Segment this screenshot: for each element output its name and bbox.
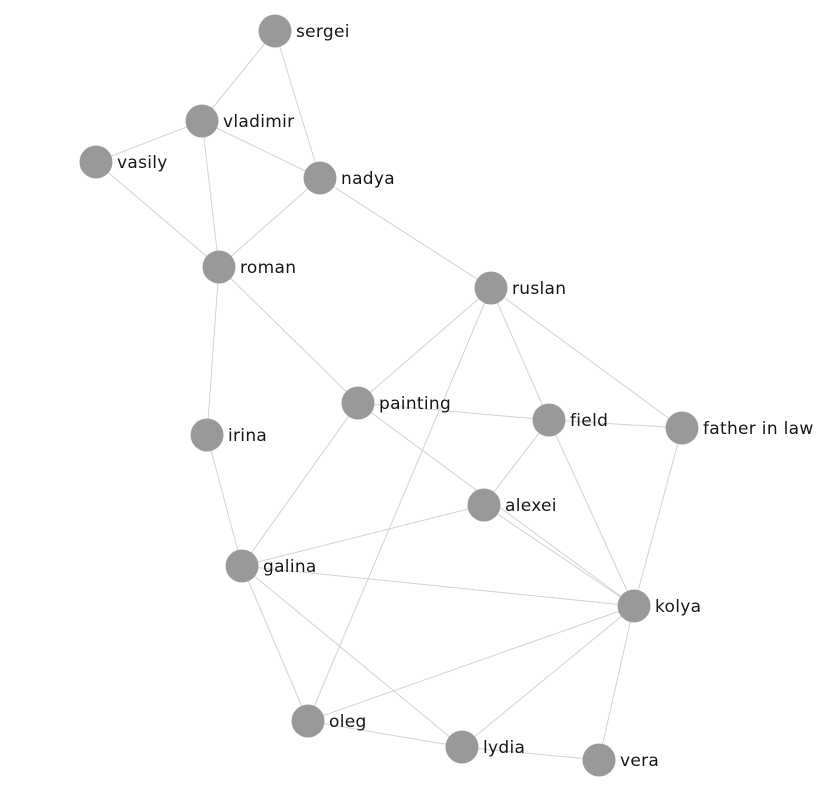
- edge-field-alexei: [483, 419, 550, 506]
- node-field[interactable]: field: [532, 403, 609, 437]
- node-circle-vera[interactable]: [582, 743, 616, 777]
- edge-lydia-vera: [461, 746, 600, 761]
- node-sergei[interactable]: sergei: [258, 14, 350, 48]
- node-circle-roman[interactable]: [202, 250, 236, 284]
- node-alexei[interactable]: alexei: [467, 488, 557, 522]
- edge-oleg-lydia: [307, 720, 463, 748]
- edge-ruslan-field: [490, 287, 550, 421]
- node-vasily[interactable]: vasily: [79, 145, 168, 179]
- node-label-vladimir: vladimir: [223, 112, 294, 132]
- edge-vladimir-vasily: [95, 120, 203, 163]
- edge-sergei-vladimir: [201, 30, 276, 122]
- node-label-nadya: nadya: [341, 169, 395, 189]
- edge-nadya-ruslan: [319, 177, 492, 289]
- node-circle-painting[interactable]: [341, 386, 375, 420]
- node-label-galina: galina: [263, 557, 317, 577]
- node-circle-lydia[interactable]: [445, 730, 479, 764]
- node-irina[interactable]: irina: [190, 418, 268, 452]
- edge-painting-field: [357, 402, 550, 421]
- node-circle-sergei[interactable]: [258, 14, 292, 48]
- edge-lydia-kolya: [461, 605, 635, 748]
- node-circle-galina[interactable]: [225, 549, 259, 583]
- edge-field-kolya: [548, 419, 635, 607]
- node-circle-nadya[interactable]: [303, 161, 337, 195]
- node-ruslan[interactable]: ruslan: [474, 271, 567, 305]
- edge-kolya-vera: [598, 605, 635, 761]
- node-galina[interactable]: galina: [225, 549, 317, 583]
- node-label-ruslan: ruslan: [512, 279, 566, 299]
- node-painting[interactable]: painting: [341, 386, 452, 420]
- node-circle-field[interactable]: [532, 403, 566, 437]
- node-label-field: field: [570, 411, 608, 431]
- edge-field-father-in-law: [548, 419, 683, 429]
- edge-vasily-roman: [95, 161, 220, 268]
- edge-galina-kolya: [241, 565, 635, 607]
- node-label-vera: vera: [620, 751, 659, 771]
- node-nadya[interactable]: nadya: [303, 161, 395, 195]
- node-layer: sergei vladimir vasily nadya roman ruslan pain…: [79, 14, 814, 777]
- node-circle-father-in-law[interactable]: [665, 411, 699, 445]
- edge-ruslan-father-in-law: [490, 287, 683, 429]
- edge-father-in-law-kolya: [633, 427, 683, 607]
- node-label-lydia: lydia: [483, 738, 525, 758]
- node-label-kolya: kolya: [655, 597, 701, 617]
- node-label-irina: irina: [228, 426, 267, 446]
- node-lydia[interactable]: lydia: [445, 730, 526, 764]
- edge-ruslan-painting: [357, 287, 492, 404]
- edge-vladimir-nadya: [201, 120, 321, 179]
- edge-vladimir-roman: [201, 120, 220, 268]
- edge-roman-irina: [206, 266, 220, 436]
- node-label-sergei: sergei: [296, 22, 350, 42]
- node-circle-irina[interactable]: [190, 418, 224, 452]
- edge-galina-lydia: [241, 565, 463, 748]
- edge-alexei-galina: [241, 504, 485, 567]
- node-label-alexei: alexei: [505, 496, 557, 516]
- node-circle-ruslan[interactable]: [474, 271, 508, 305]
- edge-nadya-roman: [218, 177, 321, 268]
- node-circle-vladimir[interactable]: [185, 104, 219, 138]
- node-circle-kolya[interactable]: [617, 589, 651, 623]
- node-vera[interactable]: vera: [582, 743, 660, 777]
- node-oleg[interactable]: oleg: [291, 704, 367, 738]
- node-label-father-in-law: father in law: [703, 419, 814, 439]
- edge-oleg-kolya: [307, 605, 635, 722]
- edge-painting-galina: [241, 402, 359, 567]
- edge-ruslan-oleg: [307, 287, 492, 722]
- node-roman[interactable]: roman: [202, 250, 297, 284]
- node-label-painting: painting: [379, 394, 451, 414]
- node-vladimir[interactable]: vladimir: [185, 104, 295, 138]
- edge-sergei-nadya: [274, 30, 321, 179]
- edge-roman-painting: [218, 266, 359, 404]
- node-circle-alexei[interactable]: [467, 488, 501, 522]
- node-circle-oleg[interactable]: [291, 704, 325, 738]
- edge-irina-galina: [206, 434, 243, 567]
- node-label-oleg: oleg: [329, 712, 367, 732]
- edge-galina-oleg: [241, 565, 309, 722]
- node-label-vasily: vasily: [117, 153, 168, 173]
- node-kolya[interactable]: kolya: [617, 589, 702, 623]
- node-label-roman: roman: [240, 258, 296, 278]
- edge-alexei-kolya: [483, 504, 635, 607]
- node-circle-vasily[interactable]: [79, 145, 113, 179]
- node-father-in-law[interactable]: father in law: [665, 411, 814, 445]
